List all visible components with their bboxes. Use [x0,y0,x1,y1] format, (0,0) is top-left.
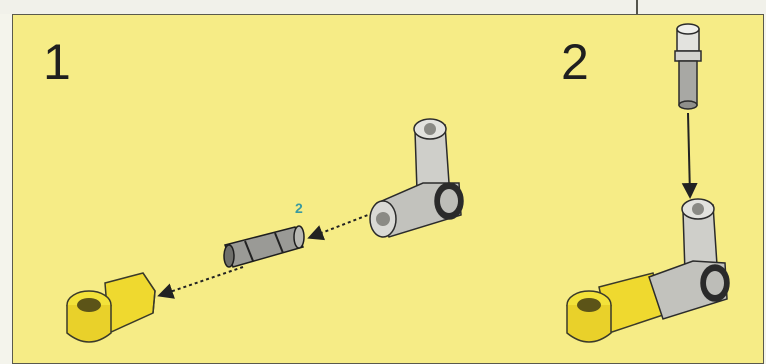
yellow-connector-icon [67,273,155,342]
assembly-illustration [13,15,764,364]
tab-divider [636,0,638,14]
instruction-panel: 1 2 2 [12,14,764,364]
grey-angle-connector-icon [370,119,463,237]
assembled-yellow-connector-icon [567,273,663,342]
axle-pin-icon [224,226,304,267]
top-strip [0,0,766,14]
assembled-grey-angle-connector-icon [649,199,729,319]
short-pin-icon [675,24,701,109]
